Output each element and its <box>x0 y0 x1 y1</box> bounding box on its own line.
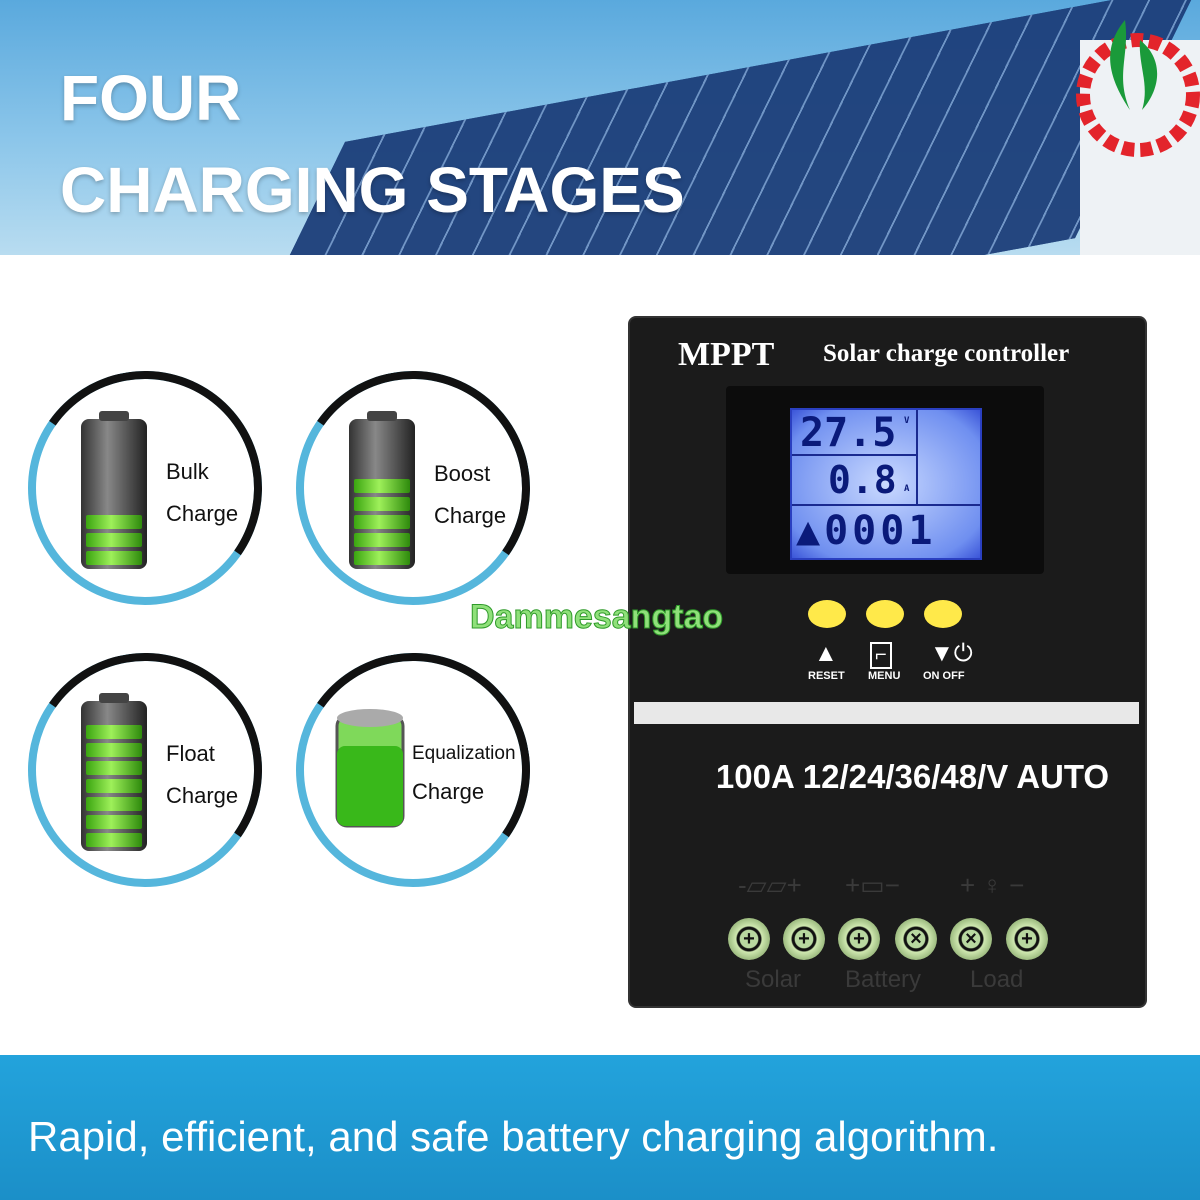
banner-title: FOUR CHARGING STAGES <box>60 62 685 226</box>
bulb-icon: + ♀ − <box>960 870 1025 900</box>
watermark: Dammesangtao <box>469 598 724 637</box>
menu-button[interactable] <box>866 600 904 628</box>
load-terminal-neg: + <box>1006 918 1048 960</box>
footer-band: Rapid, efficient, and safe battery charg… <box>0 1055 1200 1200</box>
battery-icon <box>81 411 147 569</box>
brand-logo-icon <box>1076 20 1200 157</box>
glass-battery-icon <box>335 709 405 828</box>
battery-terminal-neg: × <box>895 918 937 960</box>
house-wall <box>1080 40 1200 255</box>
battery-icon <box>349 411 415 569</box>
lcd-voltage-unit: V <box>904 416 910 426</box>
triangle-up-plus-icon: ▲ <box>814 640 838 667</box>
lcd-display: 27.5 V 0.8 A ▲0001 <box>790 408 982 560</box>
lcd-voltage: 27.5 <box>800 410 897 456</box>
lcd-current-unit: A <box>904 484 910 494</box>
lcd-counter: ▲0001 <box>796 508 937 554</box>
menu-icon: ⌐ <box>870 642 892 669</box>
load-terminal-pos: × <box>950 918 992 960</box>
battery-terminal-pos: + <box>838 918 880 960</box>
solar-panel-icon: -▱▱+ <box>738 870 802 900</box>
stage-bulk: Bulk Charge <box>28 371 262 605</box>
spec-label: 100A 12/24/36/48/V AUTO <box>715 758 1110 795</box>
stage-equalization: Equalization Charge <box>296 653 530 887</box>
onoff-button[interactable] <box>924 600 962 628</box>
mppt-controller: MPPT Solar charge controller 27.5 V 0.8 … <box>630 318 1145 1006</box>
stage-float: Float Charge <box>28 653 262 887</box>
solar-terminal-pos: + <box>728 918 770 960</box>
lcd-current: 0.8 <box>828 458 897 502</box>
solar-terminal-neg: + <box>783 918 825 960</box>
reset-button[interactable] <box>808 600 846 628</box>
battery-icon <box>81 693 147 851</box>
indicator-strip <box>634 702 1139 724</box>
stage-boost: Boost Charge <box>296 371 530 605</box>
battery-symbol-icon: +▭− <box>845 870 900 900</box>
tagline: Rapid, efficient, and safe battery charg… <box>28 1113 999 1160</box>
triangle-down-power-icon: ▼⏻ <box>930 640 973 667</box>
header-banner: FOUR CHARGING STAGES <box>0 0 1200 255</box>
